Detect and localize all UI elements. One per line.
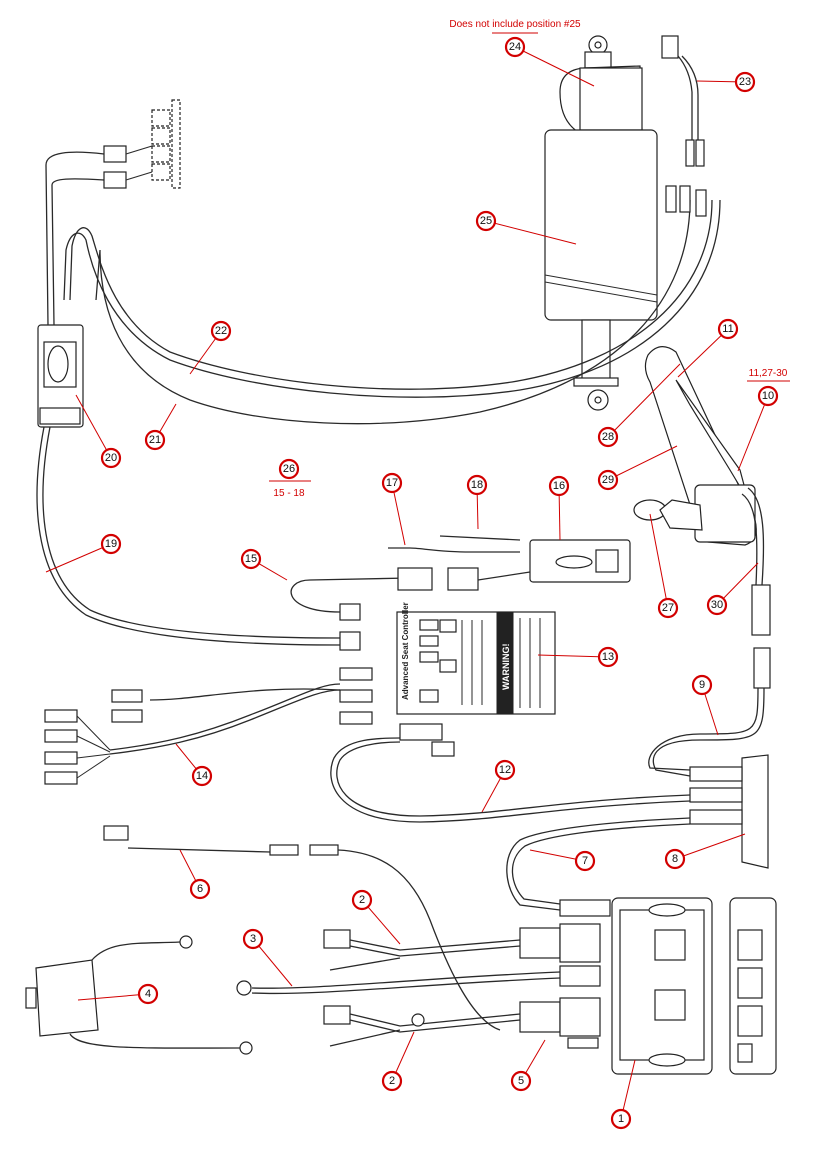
svg-text:25: 25 [480, 215, 492, 227]
power-controller [611, 897, 777, 1075]
svg-text:13: 13 [602, 651, 614, 663]
circuit-breaker [25, 935, 253, 1055]
harness-14-connectors [44, 667, 373, 785]
label-card-title: Advanced Seat Controller [401, 602, 410, 700]
callout-8: 8 [664, 848, 686, 870]
note-excludes-25: Does not include position #25 [449, 19, 581, 30]
svg-text:3: 3 [250, 933, 256, 945]
callout-19: 19 [100, 533, 122, 555]
svg-text:14: 14 [196, 770, 208, 782]
callout-15: 15 [240, 548, 262, 570]
svg-text:21: 21 [149, 434, 161, 446]
callout-12: 12 [494, 759, 516, 781]
callout-23: 23 [734, 71, 756, 93]
svg-text:29: 29 [602, 474, 614, 486]
callout-4: 4 [137, 983, 159, 1005]
joystick-controller [633, 346, 757, 546]
svg-text:23: 23 [739, 76, 751, 88]
callout-1: 1 [610, 1108, 632, 1130]
top-left-connectors [103, 99, 181, 189]
svg-text:11: 11 [722, 323, 733, 335]
callout-29: 29 [597, 469, 619, 491]
svg-text:20: 20 [105, 452, 117, 464]
svg-text:27: 27 [662, 602, 674, 614]
callout-22: 22 [210, 320, 232, 342]
callout-25: 25 [475, 210, 497, 232]
svg-text:5: 5 [518, 1075, 524, 1087]
svg-text:30: 30 [711, 599, 723, 611]
svg-text:18: 18 [471, 479, 483, 491]
seat-module-20 [37, 324, 84, 428]
svg-text:22: 22 [215, 325, 227, 337]
limit-switch [661, 35, 705, 167]
svg-text:19: 19 [105, 538, 117, 550]
callout-13: 13 [597, 646, 619, 668]
note-group-10: 11,27-30 [749, 368, 788, 379]
callout-30: 30 [706, 594, 728, 616]
linear-actuator [544, 35, 658, 411]
label-card: WARNING! Advanced Seat Controller [396, 602, 556, 715]
svg-text:24: 24 [509, 41, 521, 53]
callout-2-top: 2 [351, 889, 373, 911]
svg-text:2: 2 [359, 894, 365, 906]
callout-6: 6 [189, 878, 211, 900]
svg-text:2: 2 [389, 1075, 395, 1087]
callout-28: 28 [597, 426, 619, 448]
callout-18: 18 [466, 474, 488, 496]
svg-text:4: 4 [145, 988, 151, 1000]
callout-16: 16 [548, 475, 570, 497]
callout-17: 17 [381, 472, 403, 494]
callout-9: 9 [691, 674, 713, 696]
svg-text:8: 8 [672, 853, 678, 865]
callout-10: 10 [757, 385, 779, 407]
callout-24: 24 [504, 36, 526, 58]
callout-14: 14 [191, 765, 213, 787]
harness-6 [103, 825, 501, 1031]
svg-text:1: 1 [618, 1113, 624, 1125]
bulkhead-plate [689, 754, 769, 869]
svg-text:10: 10 [762, 390, 774, 402]
callout-21: 21 [144, 429, 166, 451]
power-harness [236, 923, 601, 1049]
label-card-warning: WARNING! [501, 644, 511, 691]
svg-text:28: 28 [602, 431, 614, 443]
svg-text:9: 9 [699, 679, 705, 691]
seat-module-16 [529, 539, 631, 583]
svg-text:17: 17 [386, 477, 398, 489]
svg-text:15: 15 [245, 553, 257, 565]
callout-26: 26 [278, 458, 300, 480]
callout-7: 7 [574, 850, 596, 872]
svg-text:7: 7 [582, 855, 588, 867]
callout-20: 20 [100, 447, 122, 469]
callout-11: 11 [717, 318, 739, 340]
callout-5: 5 [510, 1070, 532, 1092]
callout-3: 3 [242, 928, 264, 950]
svg-text:6: 6 [197, 883, 203, 895]
callout-2-bottom: 2 [381, 1070, 403, 1092]
svg-text:16: 16 [553, 480, 565, 492]
svg-text:12: 12 [499, 764, 511, 776]
note-group-26: 15 - 18 [273, 488, 305, 499]
svg-text:26: 26 [283, 463, 295, 475]
callout-27: 27 [657, 597, 679, 619]
